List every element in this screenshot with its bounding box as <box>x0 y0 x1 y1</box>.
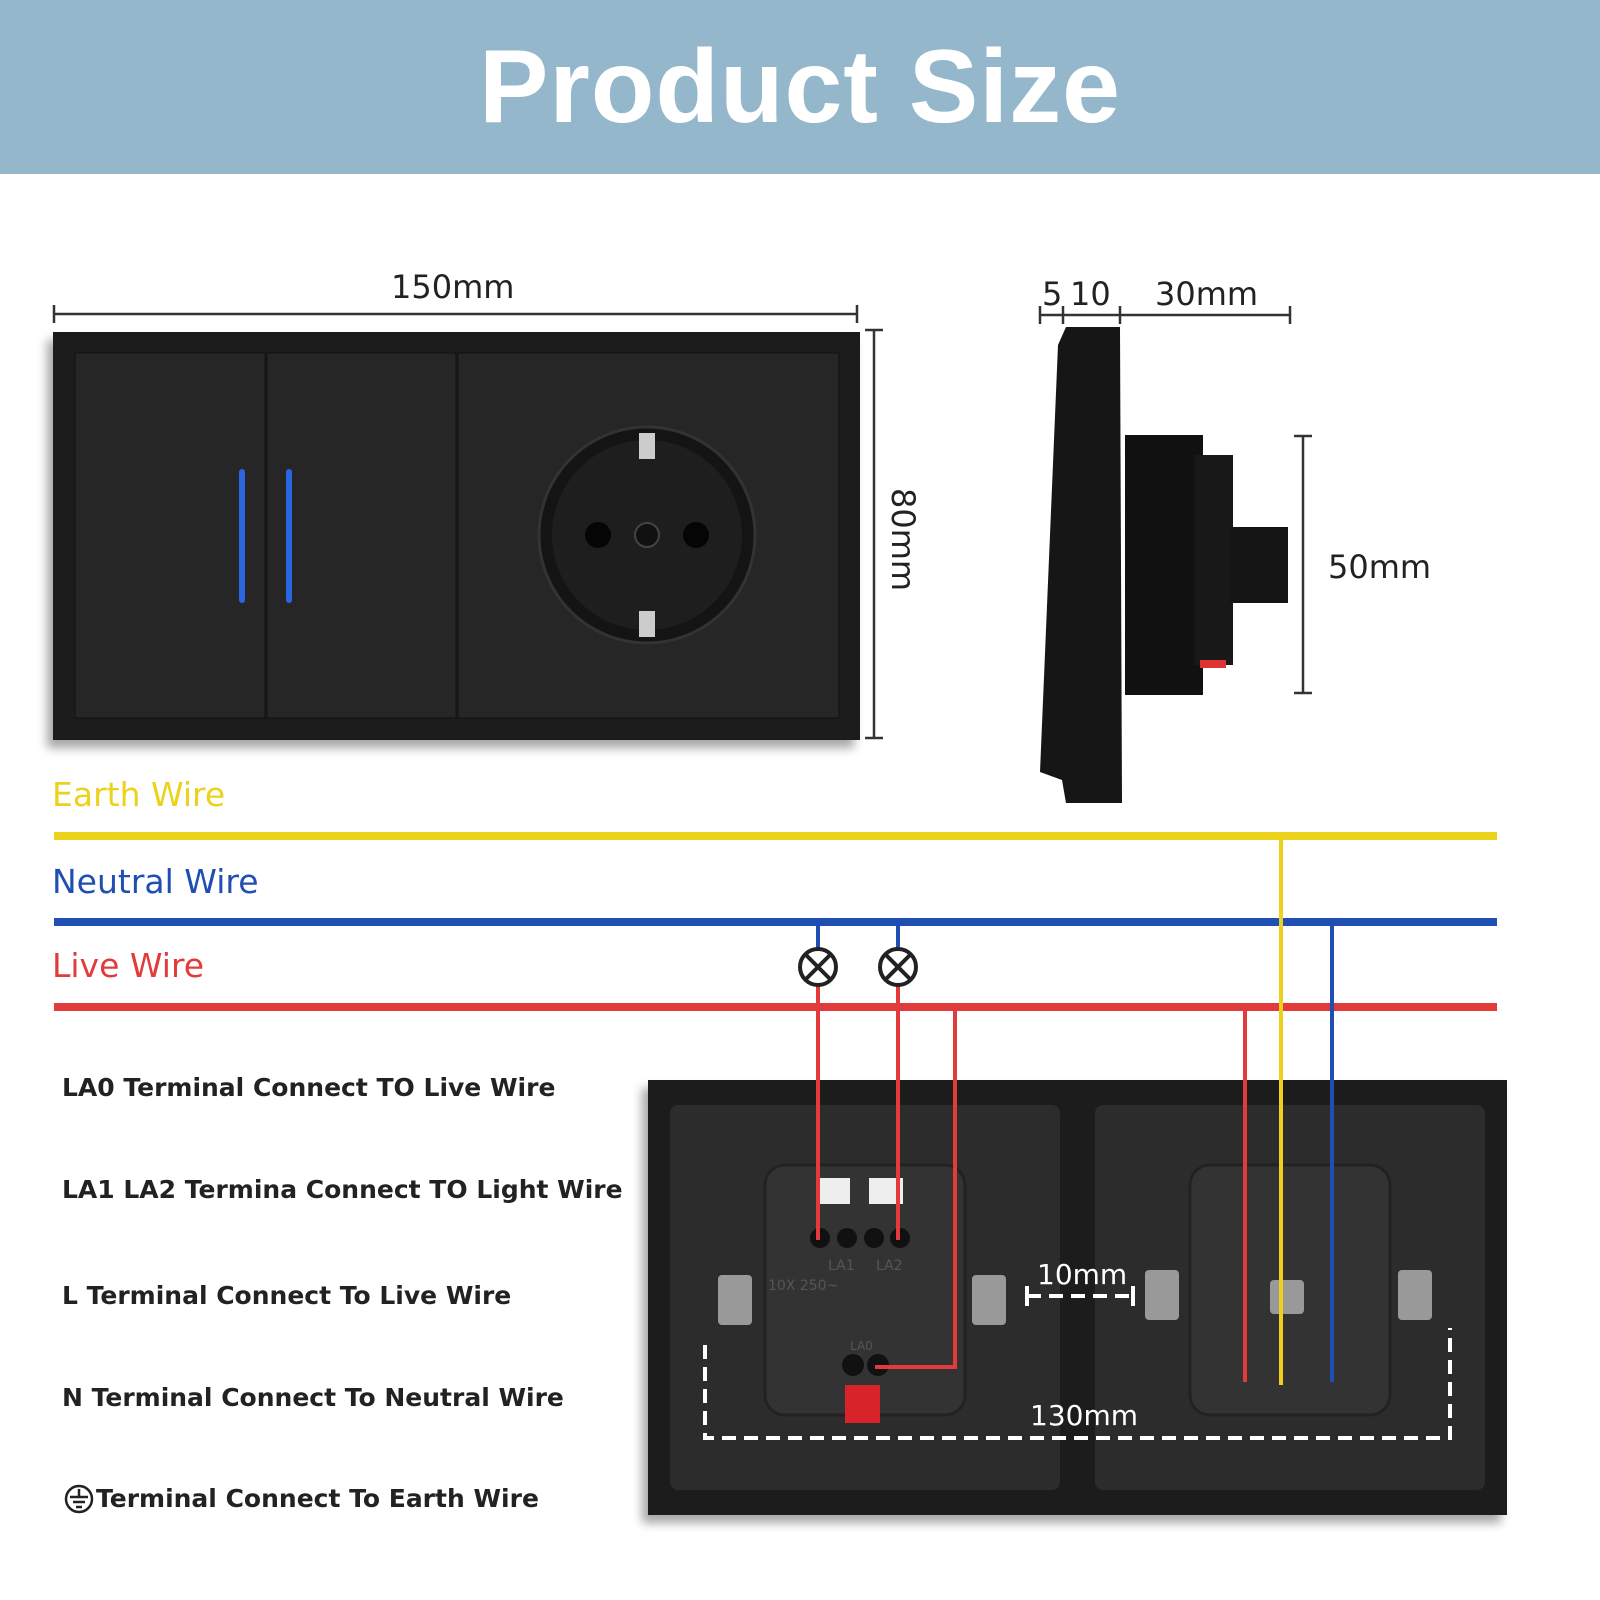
lamp-symbol-1 <box>798 947 838 987</box>
height-label: 80mm <box>884 488 922 592</box>
la0-clip <box>845 1385 880 1423</box>
back-panel: LA1 LA2 LA0 10X 250~ <box>648 1080 1507 1515</box>
gap-dimension-line <box>1025 1286 1135 1306</box>
earth-symbol-icon <box>64 1484 94 1514</box>
page-title: Product Size <box>479 28 1121 145</box>
svg-text:LA2: LA2 <box>876 1258 903 1274</box>
width-label: 150mm <box>391 268 515 306</box>
terminal-note-earth: Terminal Connect To Earth Wire <box>96 1484 539 1513</box>
depth-label: 30mm <box>1155 275 1259 313</box>
switch-rocker-1 <box>74 352 266 719</box>
connection-wires <box>816 836 1334 1385</box>
spacing-label: 130mm <box>1030 1399 1138 1432</box>
live-wire-label: Live Wire <box>52 946 205 985</box>
svg-text:10X 250~: 10X 250~ <box>768 1278 838 1294</box>
side-label-10: 10 <box>1070 275 1111 313</box>
earth-screw <box>1270 1280 1304 1314</box>
gap-label: 10mm <box>1037 1258 1128 1291</box>
body-height-dimension-line <box>1294 434 1312 695</box>
front-panel <box>53 332 860 740</box>
svg-text:LA0: LA0 <box>850 1339 873 1353</box>
body-height-label: 50mm <box>1328 548 1432 586</box>
switch-rocker-2 <box>266 352 457 719</box>
svg-text:LA1: LA1 <box>828 1258 855 1274</box>
neutral-wire-label: Neutral Wire <box>52 862 259 901</box>
terminal-screw <box>972 1275 1006 1325</box>
spacing-dimension-line <box>703 1328 1452 1440</box>
terminal-note-n: N Terminal Connect To Neutral Wire <box>62 1383 564 1412</box>
height-dimension-line <box>865 328 883 740</box>
header-banner: Product Size <box>0 0 1600 174</box>
terminal-note-la1-la2: LA1 LA2 Termina Connect TO Light Wire <box>62 1175 623 1204</box>
terminal-note-l: L Terminal Connect To Live Wire <box>62 1281 512 1310</box>
terminal-screw <box>718 1275 752 1325</box>
terminal-screw <box>1145 1270 1179 1320</box>
side-dimension-line <box>1038 306 1292 324</box>
width-dimension-line <box>52 305 859 323</box>
terminal-screw <box>1398 1270 1432 1320</box>
lamp-symbol-2 <box>878 947 918 987</box>
earth-wire-label: Earth Wire <box>52 775 226 814</box>
side-label-5: 5 <box>1042 275 1063 313</box>
side-view <box>1040 327 1288 803</box>
terminal-note-la0: LA0 Terminal Connect TO Live Wire <box>62 1073 556 1102</box>
